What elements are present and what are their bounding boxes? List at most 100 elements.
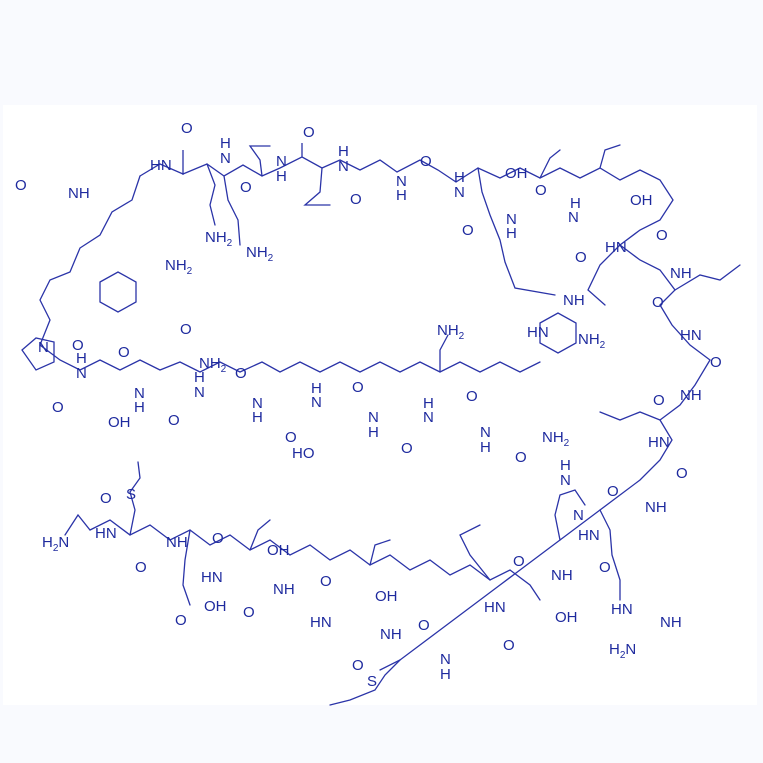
atom-label: O: [513, 553, 525, 570]
atom-label: N: [134, 385, 145, 402]
atom-label: N: [220, 150, 231, 167]
atom-label: O: [401, 440, 413, 457]
atom-label: O: [168, 412, 180, 429]
atom-label: N: [38, 339, 49, 356]
atom-label: O: [52, 399, 64, 416]
atom-label: O: [420, 153, 432, 170]
atom-label: N: [454, 184, 465, 201]
atom-label: OH: [555, 609, 578, 626]
atom-label: N: [338, 158, 349, 175]
atom-label: O: [303, 124, 315, 141]
atom-label: NH: [563, 292, 585, 309]
atom-label: O: [118, 344, 130, 361]
atom-label: O: [285, 429, 297, 446]
atom-label: O: [350, 191, 362, 208]
atom-label: OH: [630, 192, 653, 209]
atom-label: O: [656, 227, 668, 244]
atom-label: O: [180, 321, 192, 338]
atom-label: NH: [670, 265, 692, 282]
atom-label: NH: [68, 185, 90, 202]
atom-label: O: [466, 388, 478, 405]
atom-label: HN: [648, 434, 670, 451]
atom-label: O: [515, 449, 527, 466]
atom-label: O: [652, 294, 664, 311]
atom-label: H: [134, 399, 145, 416]
atom-label: O: [352, 379, 364, 396]
atom-label: O: [212, 530, 224, 547]
atom-label: O: [135, 559, 147, 576]
atom-label: O: [710, 354, 722, 371]
atom-label: O: [235, 365, 247, 382]
atom-label: OH: [505, 165, 528, 182]
atom-label: N: [368, 409, 379, 426]
atom-label: HN: [310, 614, 332, 631]
atom-label: N: [311, 394, 322, 411]
atom-label: N: [506, 211, 517, 228]
atom-label: OH: [204, 598, 227, 615]
atom-label: O: [175, 612, 187, 629]
atom-label: HN: [201, 569, 223, 586]
bond-skeleton: [21, 143, 741, 706]
atom-label: HN: [95, 525, 117, 542]
atom-label: NH: [551, 567, 573, 584]
atom-label: HN: [484, 599, 506, 616]
atom-label: N: [194, 384, 205, 401]
atom-label: N: [568, 209, 579, 226]
atom-label: O: [243, 604, 255, 621]
amine-label: NH2: [165, 257, 193, 277]
atom-label: O: [535, 182, 547, 199]
atom-label: O: [462, 222, 474, 239]
atom-label: NH: [380, 626, 402, 643]
amine-label: NH2: [205, 229, 233, 249]
structure-panel: [3, 105, 757, 705]
atom-label: O: [575, 249, 587, 266]
amine-label: NH2: [578, 331, 606, 351]
atom-label: O: [100, 490, 112, 507]
amine-label: NH2: [246, 244, 274, 264]
atom-label: H: [396, 187, 407, 204]
atom-label: OH: [375, 588, 398, 605]
atom-label: H: [454, 169, 465, 186]
atom-label: H: [423, 395, 434, 412]
atom-label: N: [560, 472, 571, 489]
atom-label: N: [423, 409, 434, 426]
atom-label: H: [194, 369, 205, 386]
atom-label: H: [276, 168, 287, 185]
atom-label: HN: [680, 327, 702, 344]
atom-label: O: [676, 465, 688, 482]
atom-label: HN: [527, 324, 549, 341]
atom-label: HO: [292, 445, 315, 462]
atom-label: NH: [166, 534, 188, 551]
atom-label: N: [396, 173, 407, 190]
amine-label: H2N: [42, 534, 69, 554]
atom-label: HN: [150, 157, 172, 174]
atom-label: NH: [273, 581, 295, 598]
atom-label: H: [440, 666, 451, 683]
atom-label: H: [76, 350, 87, 367]
atom-label: O: [15, 177, 27, 194]
atom-label: NH: [660, 614, 682, 631]
amine-label: NH2: [542, 429, 570, 449]
atom-label: O: [599, 559, 611, 576]
atom-label: OH: [267, 542, 290, 559]
atom-label: O: [240, 179, 252, 196]
atom-label: N: [76, 365, 87, 382]
atom-label: O: [352, 657, 364, 674]
atom-label: H: [560, 457, 571, 474]
atom-label: HN: [611, 601, 633, 618]
atom-label: H: [252, 409, 263, 426]
atom-label: N: [276, 153, 287, 170]
atom-label: N: [440, 651, 451, 668]
atom-label: O: [503, 637, 515, 654]
atom-label: O: [72, 337, 84, 354]
atom-label: NH: [645, 499, 667, 516]
atom-label: N: [252, 395, 263, 412]
atom-label: H: [506, 225, 517, 242]
atom-label: S: [367, 673, 377, 690]
atom-label: H: [570, 195, 581, 212]
atom-label: H: [220, 135, 231, 152]
atom-label: O: [181, 120, 193, 137]
atom-label: OH: [108, 414, 131, 431]
atom-label: S: [126, 486, 136, 503]
